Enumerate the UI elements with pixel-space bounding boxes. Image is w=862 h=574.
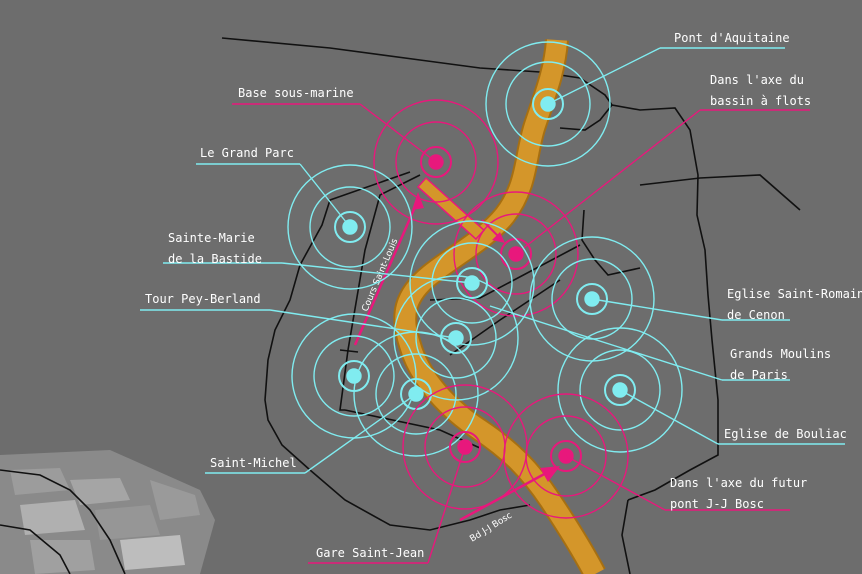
landmark-gare-saint-jean-ring-1	[402, 384, 528, 510]
landmark-pont-jj-bosc-ring-3	[550, 440, 582, 472]
landmark-label-le-grand-parc-line-1: Le Grand Parc	[200, 146, 294, 160]
landmark-label-grands-moulins-line-2: de Paris	[730, 368, 788, 382]
road-label-bd-jj-bosc: Bd J-J Bosc	[468, 511, 514, 545]
leader-line-bassin-a-flots	[515, 109, 701, 255]
landmark-pont-d-aquitaine-ring-2	[505, 61, 591, 147]
landmark-tour-pey-berland-ring-2	[415, 297, 497, 379]
landmark-base-sous-marine-ring-2	[395, 121, 477, 203]
aerial-photo-fragment	[0, 450, 215, 574]
landmark-tour-pey-berland-ring-3	[440, 322, 472, 354]
garonne-river-inner	[395, 39, 604, 574]
landmark-saint-michel[interactable]: Saint-Michel	[205, 331, 479, 474]
landmark-bassin-a-flots[interactable]: Dans l'axe du bassin à flots	[453, 73, 811, 317]
landmark-label-bassin-a-flots-line-2: bassin à flots	[710, 94, 811, 108]
landmark-le-grand-parc[interactable]: Le Grand Parc	[196, 146, 413, 290]
landmark-label-grands-moulins-line-1: Grands Moulins	[730, 347, 831, 361]
landmark-label-sainte-marie-line-2: de la Bastide	[168, 252, 262, 266]
landmark-eglise-bouliac-ring-2	[579, 349, 661, 431]
landmark-label-pont-jj-bosc-line-1: Dans l'axe du futur	[670, 476, 807, 490]
landmark-label-pont-d-aquitaine-line-1: Pont d'Aquitaine	[674, 31, 790, 45]
landmark-gare-saint-jean-ring-3	[449, 431, 481, 463]
landmark-label-base-sous-marine-line-1: Base sous-marine	[238, 86, 354, 100]
landmark-sainte-marie[interactable]: Sainte-Marie de la Bastide	[163, 220, 535, 346]
landmark-sainte-marie-ring-3	[456, 267, 488, 299]
landmark-label-pont-jj-bosc-line-2: pont J-J Bosc	[670, 497, 764, 511]
landmark-label-tour-pey-berland-line-1: Tour Pey-Berland	[145, 292, 261, 306]
landmark-label-sainte-marie-line-1: Sainte-Marie	[168, 231, 255, 245]
leader-line-pont-d-aquitaine	[547, 47, 661, 105]
landmark-le-grand-parc-ring-2	[309, 186, 391, 268]
landmark-le-grand-parc-ring-3	[334, 211, 366, 243]
landmark-label-saint-michel-line-1: Saint-Michel	[210, 456, 297, 470]
landmark-pont-d-aquitaine-ring-1	[485, 41, 611, 167]
leader-line-saint-michel	[304, 393, 417, 474]
landmark-label-gare-saint-jean-line-1: Gare Saint-Jean	[316, 546, 424, 560]
leader-line-pont-jj-bosc	[565, 455, 666, 511]
leader-line-tour-pey-berland	[269, 309, 457, 339]
landmark-base-sous-marine[interactable]: Base sous-marine	[232, 86, 499, 225]
ring-tour-pey-berland-west	[291, 313, 417, 439]
landmark-pont-d-aquitaine[interactable]: Pont d'Aquitaine	[485, 31, 790, 167]
landmark-le-grand-parc-ring-1	[287, 164, 413, 290]
landmark-saint-michel-ring-1	[353, 331, 479, 457]
ring-tour-pey-berland-west-ring-2	[313, 335, 395, 417]
bassin-a-flots-dock	[416, 176, 486, 241]
leader-line-base-sous-marine	[359, 103, 437, 163]
landmark-gare-saint-jean[interactable]: Gare Saint-Jean	[308, 384, 528, 564]
landmark-pont-d-aquitaine-ring-3	[532, 88, 564, 120]
leader-line-grands-moulins	[489, 305, 723, 381]
landmark-label-eglise-bouliac-line-1: Eglise de Bouliac	[724, 427, 847, 441]
landmark-sainte-marie-ring-2	[431, 242, 513, 324]
landmark-label-saint-romain-line-2: de Cenon	[727, 308, 785, 322]
landmark-grands-moulins[interactable]: Grands Moulins de Paris	[489, 305, 831, 382]
landmark-base-sous-marine-ring-3	[420, 146, 452, 178]
leader-line-le-grand-parc	[299, 163, 351, 228]
garonne-river	[393, 38, 606, 574]
leader-line-eglise-bouliac	[619, 389, 719, 445]
landmark-tour-pey-berland[interactable]: Tour Pey-Berland	[140, 275, 519, 401]
landmark-eglise-bouliac[interactable]: Eglise de Bouliac	[557, 327, 847, 453]
landmark-sainte-marie-ring-1	[409, 220, 535, 346]
landmark-bassin-a-flots-ring-1	[453, 191, 579, 317]
landmark-saint-romain[interactable]: Eglise Saint-Romain de Cenon	[529, 236, 862, 362]
leader-line-gare-saint-jean	[427, 446, 466, 564]
landmark-bassin-a-flots-ring-2	[475, 213, 557, 295]
landmark-label-saint-romain-line-1: Eglise Saint-Romain	[727, 287, 862, 301]
landmark-base-sous-marine-ring-1	[373, 99, 499, 225]
leader-line-sainte-marie	[281, 262, 473, 284]
landmark-gare-saint-jean-ring-2	[424, 406, 506, 488]
landmark-eglise-bouliac-ring-3	[604, 374, 636, 406]
landmark-saint-michel-ring-2	[375, 353, 457, 435]
leader-line-saint-romain	[591, 298, 723, 321]
landmark-eglise-bouliac-ring-1	[557, 327, 683, 453]
landmark-saint-romain-ring-3	[576, 283, 608, 315]
city-boundaries	[0, 37, 801, 574]
landmark-label-bassin-a-flots-line-1: Dans l'axe du	[710, 73, 804, 87]
